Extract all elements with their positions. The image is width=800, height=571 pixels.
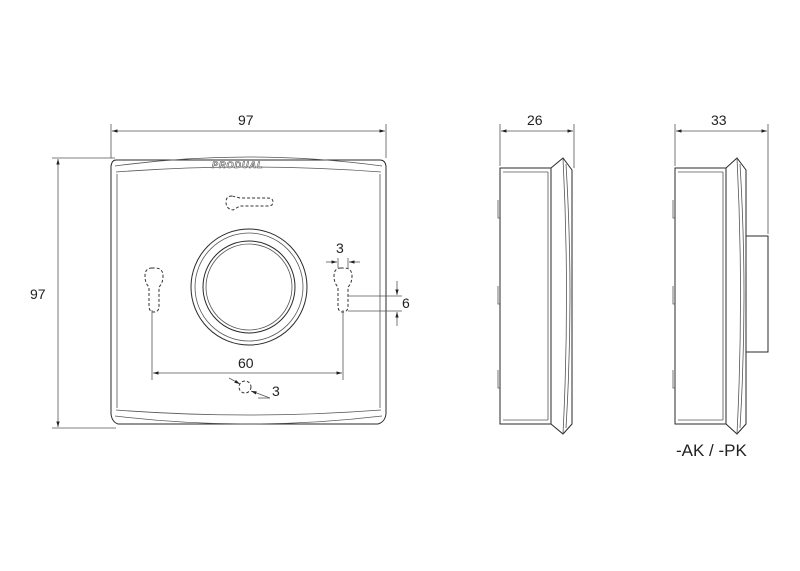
side-clips	[497, 200, 500, 389]
dim-height-label: 97	[30, 286, 46, 302]
front-top-lip	[114, 156, 383, 173]
side-view-variant	[672, 157, 769, 435]
side-view	[497, 157, 573, 435]
dim-small-hole-label: 3	[272, 383, 280, 399]
variant-button-protrusion	[746, 235, 769, 353]
front-housing-outline	[110, 159, 387, 425]
variant-caption: -AK / -PK	[676, 441, 748, 460]
right-keyhole-slot	[333, 267, 353, 313]
side-body-inner	[503, 171, 549, 421]
front-dimensions: 97 97 60 3 6 3	[30, 112, 410, 429]
dim-slot-height-label: 6	[402, 295, 410, 311]
side-flange-curve	[562, 157, 571, 435]
dim-variant-depth-label: 33	[711, 112, 727, 128]
dim-hole-spacing-label: 60	[238, 355, 254, 371]
front-inner-sides	[116, 174, 381, 408]
front-bottom-lip	[114, 409, 383, 425]
top-keyhole-slot	[225, 195, 274, 211]
front-view: PRODUAL	[110, 156, 387, 425]
variant-body-inner	[678, 171, 724, 421]
variant-dimensions: 33 -AK / -PK	[674, 112, 769, 460]
side-body-outline	[499, 167, 552, 425]
variant-body-outline	[674, 167, 727, 425]
bottom-small-hole	[238, 380, 252, 394]
side-flange	[550, 157, 573, 435]
left-keyhole-slot	[144, 267, 164, 313]
dim-width-label: 97	[238, 112, 254, 128]
dim-slot-width-label: 3	[336, 240, 344, 256]
variant-flange-curve	[736, 157, 745, 435]
variant-clips	[672, 200, 675, 389]
brand-logo: PRODUAL	[212, 160, 264, 170]
variant-flange	[725, 157, 747, 435]
push-button	[190, 228, 308, 346]
dim-depth-label: 26	[527, 112, 543, 128]
side-dimensions: 26	[499, 112, 575, 168]
